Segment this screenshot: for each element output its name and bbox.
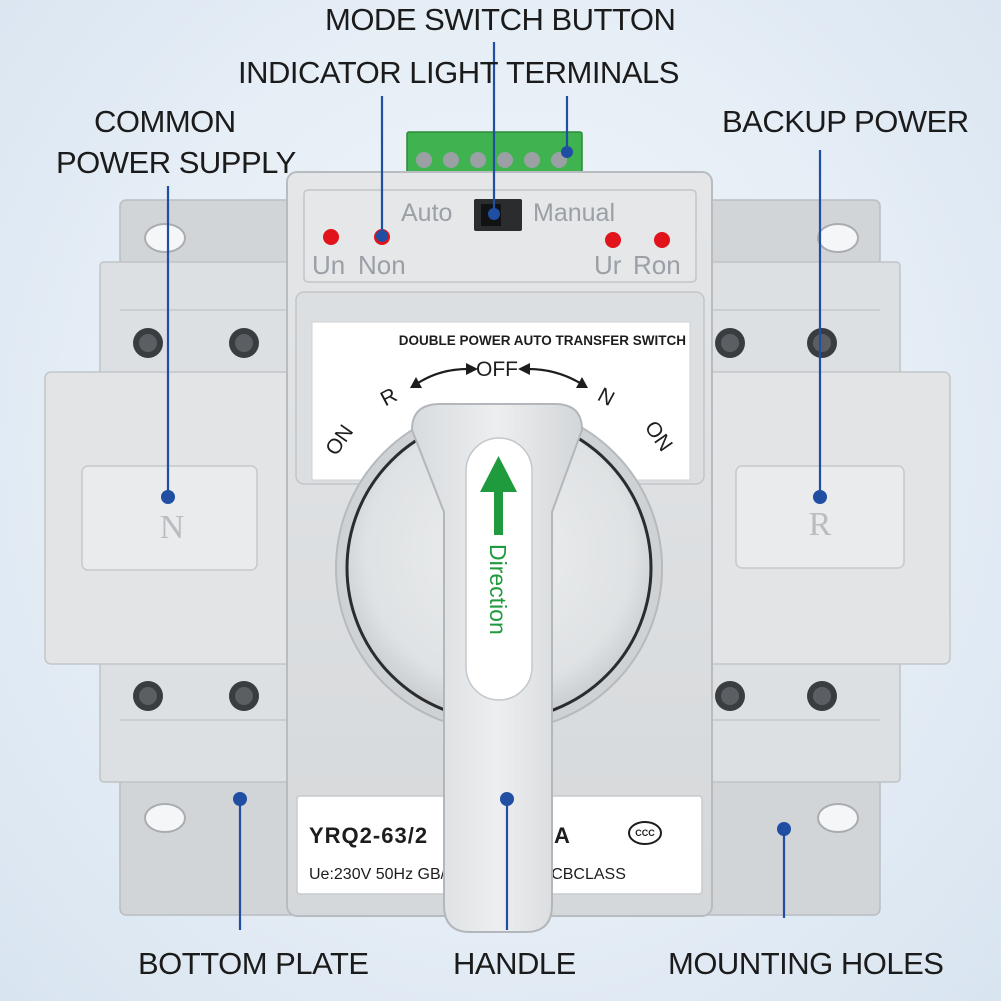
indicator-light-un bbox=[323, 229, 339, 245]
callout-handle: HANDLE bbox=[453, 946, 576, 981]
callout-mode-switch-button: MODE SWITCH BUTTON bbox=[325, 2, 676, 37]
indicator-label-ron: Ron bbox=[633, 250, 681, 280]
mounting-hole-top-right bbox=[817, 223, 859, 253]
ccc-mark-text: CCC bbox=[635, 828, 655, 838]
callout-common-line1: COMMON bbox=[94, 104, 236, 139]
callout-indicator-light: INDICATOR LIGHT bbox=[238, 55, 499, 90]
direction-arrow-shaft bbox=[494, 488, 503, 535]
callout-mounting-holes: MOUNTING HOLES bbox=[668, 946, 944, 981]
callout-terminals: TERMINALS bbox=[506, 55, 679, 90]
control-panel: Auto Manual Un Non Ur Ron bbox=[303, 189, 697, 283]
callout-common-line2: POWER SUPPLY bbox=[56, 145, 296, 180]
indicator-label-un: Un bbox=[312, 250, 345, 280]
direction-arrow-icon bbox=[480, 456, 517, 492]
model-number: YRQ2-63/2 bbox=[309, 823, 428, 848]
side-mark-r: R bbox=[809, 506, 832, 543]
side-mark-n: N bbox=[160, 509, 185, 546]
mounting-hole-top-left bbox=[144, 223, 186, 253]
mode-manual-label: Manual bbox=[533, 199, 615, 227]
callout-backup-power: BACKUP POWER bbox=[722, 104, 969, 139]
indicator-light-ur bbox=[605, 232, 621, 248]
indicator-light-ron bbox=[654, 232, 670, 248]
mounting-hole-bottom-right bbox=[817, 803, 859, 833]
dial-off-label: OFF bbox=[476, 358, 518, 381]
handle[interactable]: Direction bbox=[410, 403, 584, 933]
indicator-label-non: Non bbox=[358, 250, 406, 280]
right-module bbox=[699, 261, 951, 783]
model-suffix: A bbox=[554, 823, 571, 848]
mode-auto-label: Auto bbox=[401, 199, 452, 227]
face-plate-title: DOUBLE POWER AUTO TRANSFER SWITCH bbox=[399, 333, 686, 348]
callout-lines bbox=[161, 42, 827, 930]
callout-bottom-plate: BOTTOM PLATE bbox=[138, 946, 369, 981]
mounting-hole-bottom-left bbox=[144, 803, 186, 833]
indicator-label-ur: Ur bbox=[594, 250, 622, 280]
ccc-mark-icon bbox=[628, 821, 662, 845]
direction-text: Direction bbox=[485, 544, 511, 635]
left-module bbox=[44, 261, 301, 783]
terminal-screws bbox=[133, 328, 837, 711]
